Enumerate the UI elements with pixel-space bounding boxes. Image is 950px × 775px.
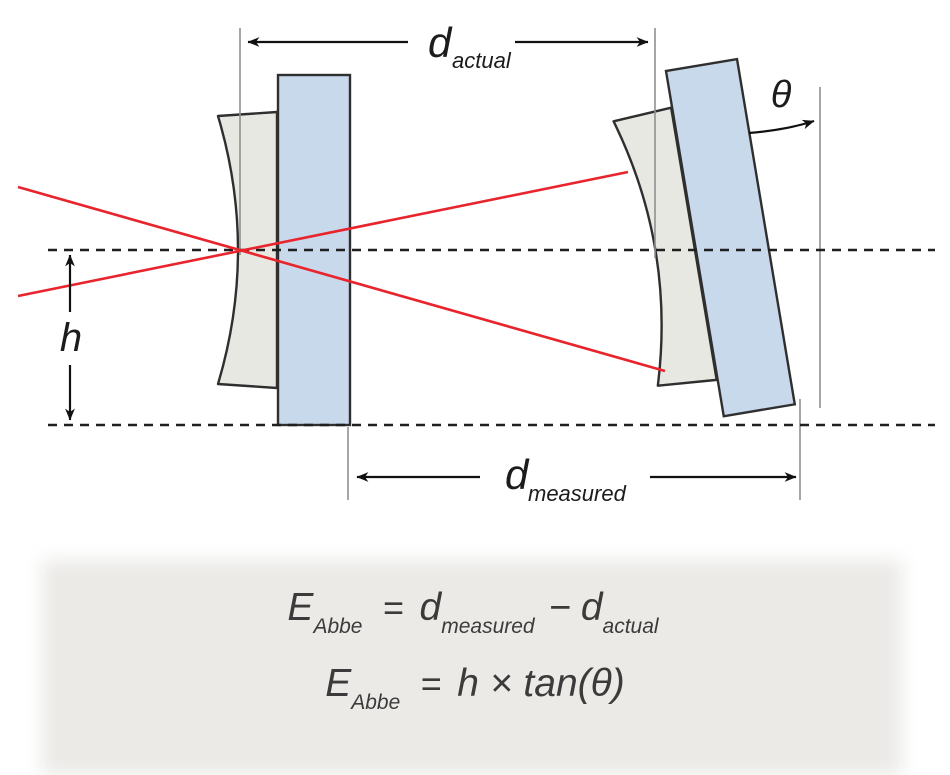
equation1-term1: d — [419, 586, 442, 629]
laser-ray-ascending — [17, 170, 629, 298]
equation2-equals: = — [420, 663, 442, 704]
equation2-rhs: h × tan(θ) — [457, 662, 625, 705]
extension-lines — [239, 28, 821, 500]
equation2-lhs-subscript: Abbe — [351, 691, 401, 714]
equation1-term2-subscript: actual — [602, 615, 659, 638]
optical-element-plate-tilted — [664, 57, 797, 418]
equation1-term2: d — [580, 586, 603, 629]
d-actual-subscript: actual — [452, 48, 512, 73]
equation1-lhs-subscript: Abbe — [313, 615, 363, 638]
tilt-angle-arrow — [748, 119, 815, 135]
d-measured-label: d — [505, 451, 530, 498]
tilted-optical-assembly — [612, 57, 797, 418]
laser-rays — [17, 170, 666, 373]
abbe-error-distance-equation: EAbbe=dmeasured−dactual — [0, 586, 950, 638]
d-measured-subscript: measured — [528, 481, 627, 506]
abbe-error-angle-equation: EAbbe = h × tan(θ) — [0, 662, 950, 714]
tilt-angle-label: θ — [771, 74, 792, 116]
equation2-lhs: E — [325, 662, 352, 705]
laser-ray-descending — [17, 185, 666, 373]
axis-lines — [48, 248, 935, 427]
equation-panel-background — [42, 560, 902, 775]
concave-lens-tilted — [612, 106, 718, 387]
abbe-error-diagram: d actual d measured h θ — [17, 19, 935, 506]
equation1-equals: = — [382, 587, 404, 628]
diagram-stage: d actual d measured h θ EAbbe=dmeasured−… — [0, 19, 950, 775]
equation1-lhs: E — [287, 586, 314, 629]
height-label: h — [60, 316, 82, 360]
d-actual-label: d — [428, 19, 453, 66]
equation1-operator: − — [548, 587, 571, 629]
dimension-arrows — [65, 37, 815, 482]
dimension-labels: d actual d measured h θ — [60, 19, 792, 506]
equation1-term1-subscript: measured — [441, 615, 535, 638]
